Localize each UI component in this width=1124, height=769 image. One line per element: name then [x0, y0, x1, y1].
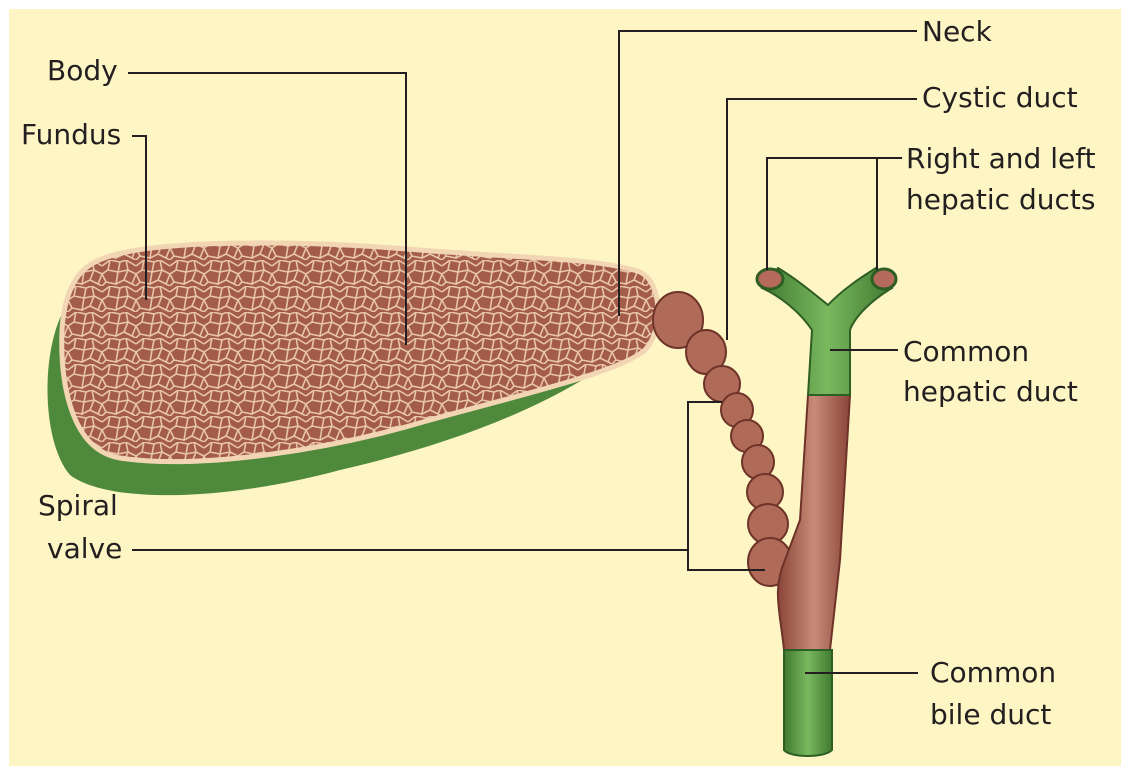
- label-common-hepatic-line1: Common: [903, 332, 1029, 372]
- label-spiral-line1: Spiral: [38, 486, 118, 526]
- label-common-bile-line1: Common: [930, 653, 1056, 693]
- common-bile-duct-lower: [784, 650, 832, 756]
- cystic-duct-shape: [653, 292, 792, 586]
- common-hepatic-duct-shape: [762, 268, 892, 395]
- leader-hepatic-ducts: [767, 158, 902, 270]
- gallbladder-mucosa: [62, 243, 658, 462]
- label-hepatic-ducts-line1: Right and left: [906, 139, 1096, 179]
- right-hepatic-duct-opening: [757, 269, 783, 289]
- label-cystic-duct: Cystic duct: [922, 78, 1078, 118]
- label-common-hepatic-line2: hepatic duct: [903, 372, 1078, 412]
- label-spiral-line2: valve: [47, 529, 122, 569]
- label-hepatic-ducts-line2: hepatic ducts: [906, 180, 1095, 220]
- left-hepatic-duct-opening: [872, 269, 896, 289]
- label-fundus: Fundus: [21, 115, 121, 155]
- label-common-bile-line2: bile duct: [930, 695, 1051, 735]
- label-body: Body: [47, 51, 118, 91]
- label-neck: Neck: [922, 12, 992, 52]
